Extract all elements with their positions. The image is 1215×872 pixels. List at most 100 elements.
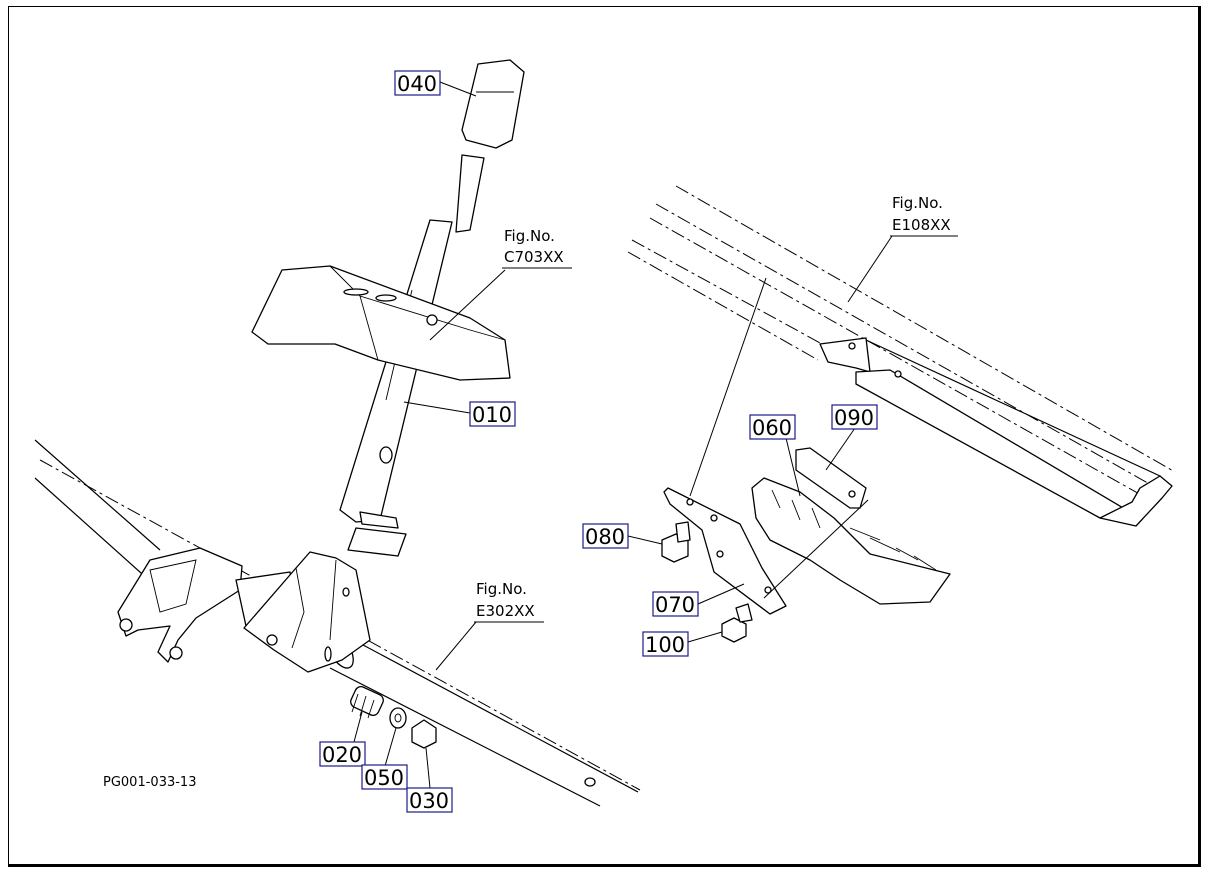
fig-ref-e108-line2: E108XX: [892, 216, 951, 234]
rail-assembly: [627, 185, 1176, 527]
rail-hole-2: [894, 370, 902, 378]
rail-line-3: [649, 217, 1151, 501]
callout-010[interactable]: 010: [469, 401, 516, 427]
plate-hole-4: [764, 586, 772, 594]
callout-020[interactable]: 020: [319, 741, 366, 767]
lever-top-section: [455, 154, 485, 233]
fig-ref-e302-line2: E302XX: [476, 602, 535, 620]
leader-shim-to-plate: [763, 499, 869, 599]
bracket-hole-2: [169, 646, 183, 660]
callout-080[interactable]: 080: [582, 523, 629, 549]
washer-hole: [394, 713, 402, 723]
callout-100[interactable]: 100: [642, 631, 689, 657]
fig-ref-e302[interactable]: Fig.No. E302XX: [474, 580, 544, 623]
guide-slot-1: [343, 288, 369, 296]
guide-slot-2: [375, 294, 397, 302]
callout-090-label: 090: [834, 406, 874, 430]
fig-ref-c703-line1: Fig.No.: [504, 227, 555, 245]
leader-060: [785, 437, 801, 497]
leader-100: [687, 631, 723, 643]
rail-line-4: [631, 239, 823, 345]
rail-top-edge: [865, 339, 1161, 477]
rail-bracket-left: [819, 337, 871, 373]
lever-pin-hole: [379, 446, 393, 464]
pedal-060: [751, 477, 951, 605]
pivot-slot: [324, 646, 332, 662]
lever-tab: [347, 527, 407, 557]
callout-040[interactable]: 040: [394, 70, 441, 96]
leader-070: [697, 583, 745, 605]
guide-bolt: [426, 314, 438, 326]
callout-010-label: 010: [472, 403, 512, 427]
callout-030-label: 030: [409, 789, 449, 813]
plate-hole-1: [686, 498, 694, 506]
lever-hardware: [350, 686, 437, 749]
fig-ref-c703[interactable]: Fig.No. C703XX: [502, 227, 572, 269]
leader-030: [425, 747, 431, 789]
shift-guide-plate: [251, 265, 511, 381]
drawing-id: PG001-033-13: [103, 775, 196, 790]
nut-030: [411, 719, 437, 749]
bracket-slot: [149, 559, 197, 613]
fig-ref-e108-line1: Fig.No.: [892, 194, 943, 212]
shaft-mount-bracket: [117, 547, 243, 663]
callout-020-label: 020: [322, 743, 362, 767]
bolt-100-shank: [735, 603, 753, 623]
shift-lever-assembly: [251, 59, 525, 557]
callout-070[interactable]: 070: [652, 591, 699, 617]
spring-coils: [351, 693, 375, 719]
callout-060-label: 060: [752, 416, 792, 440]
spring-020: [350, 686, 384, 716]
leader-080: [627, 535, 663, 545]
shaft-hole: [584, 777, 596, 787]
callout-030[interactable]: 030: [406, 787, 453, 813]
diagram-frame: [8, 6, 1201, 867]
callout-070-label: 070: [655, 593, 695, 617]
fig-ref-e302-line1: Fig.No.: [476, 580, 527, 598]
shaft-edge-upper-left: [34, 439, 161, 551]
fig-ref-c703-line2: C703XX: [504, 248, 564, 266]
callout-100-label: 100: [645, 633, 685, 657]
bolt-080-shank: [675, 521, 691, 543]
pivot-housing-edge-2: [329, 559, 337, 641]
leader-090: [825, 427, 856, 471]
leader-010: [403, 401, 471, 414]
leader-lines: [353, 81, 893, 789]
fig-ref-e108[interactable]: Fig.No. E108XX: [890, 194, 958, 237]
main-shaft-assembly: [34, 439, 641, 807]
rail-channel: [855, 369, 1131, 519]
callout-060[interactable]: 060: [749, 414, 796, 440]
leader-040: [439, 81, 477, 97]
leader-020: [353, 711, 363, 743]
shaft-centerline: [39, 459, 641, 791]
rail-hole-1: [848, 342, 856, 350]
mount-plate-070: [663, 487, 787, 615]
bolt-100-head: [721, 617, 747, 643]
pivot-hole: [342, 587, 350, 597]
rail-line-2: [655, 203, 1161, 491]
plate-hole-3: [716, 550, 724, 558]
plate-hole-2: [710, 514, 718, 522]
leader-050: [384, 727, 397, 767]
rail-end-profile: [1099, 475, 1173, 527]
lever-pin: [359, 511, 399, 529]
bracket-hole-1: [119, 618, 133, 632]
pivot-housing: [243, 551, 371, 673]
pedal-slots: [771, 489, 821, 529]
rail-line-1: [675, 185, 1176, 473]
guide-plate-edge: [329, 265, 506, 341]
shaft-edge-lower-right: [329, 667, 601, 807]
callout-080-label: 080: [585, 525, 625, 549]
callout-090[interactable]: 090: [831, 404, 878, 430]
leader-c703: [429, 269, 506, 341]
callout-040-label: 040: [397, 72, 437, 96]
washer-050: [389, 707, 407, 729]
rail-line-5: [627, 251, 819, 361]
pedal-assembly: [661, 447, 951, 643]
guide-plate-fold: [359, 295, 379, 361]
pedal-tread-ribs: [849, 527, 937, 571]
shaft-edge-lower-left: [34, 477, 161, 591]
callout-050[interactable]: 050: [361, 764, 408, 790]
